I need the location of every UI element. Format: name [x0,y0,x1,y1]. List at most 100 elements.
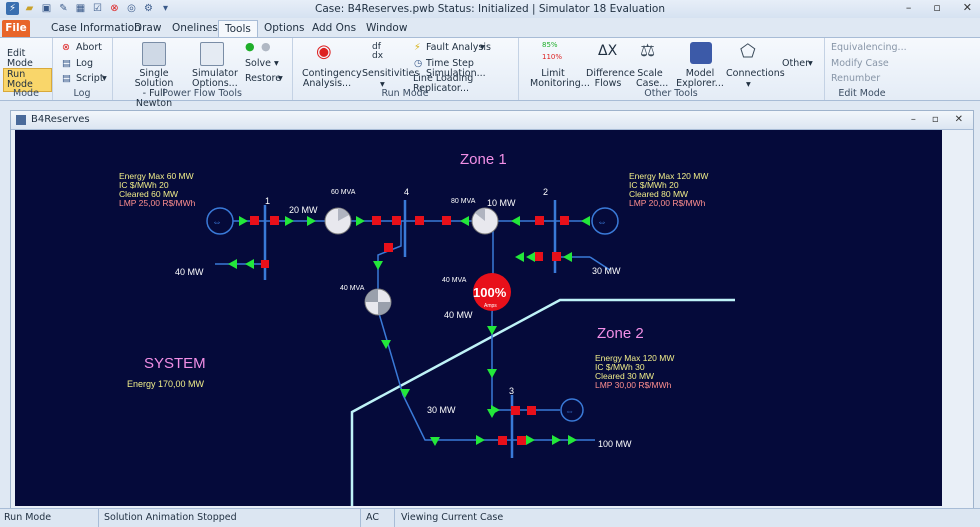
breaker[interactable] [392,216,401,225]
tab-draw[interactable]: Draw [134,22,162,34]
other-button[interactable]: Other [782,58,809,69]
tab-file[interactable]: File [2,20,30,37]
doc-restore-icon[interactable]: ▫ [931,114,939,125]
script-dropdown-icon[interactable]: ▾ [102,73,107,84]
solve-dropdown-icon[interactable]: ▾ [274,58,279,69]
status-animation: Solution Animation Stopped [104,512,237,523]
gen3-line4: LMP 30,00 R$/MWh [595,380,672,390]
circle-icon[interactable]: ◎ [127,3,136,14]
close-icon[interactable]: ✕ [962,1,972,14]
script-icon: ▤ [62,73,71,84]
scale-case-button[interactable]: Scale Case... [636,68,669,89]
maximize-icon[interactable]: ▫ [933,1,941,14]
doc-minimize-icon[interactable]: – [910,114,916,125]
modify-case-button[interactable]: Modify Case [831,58,889,69]
breaker[interactable] [250,216,259,225]
scale-label-1: Scale [637,68,663,79]
pie-line-4-3[interactable] [364,288,392,316]
breaker[interactable] [511,406,520,415]
dropdown-icon[interactable]: ▾ [162,3,169,14]
other-dropdown-icon[interactable]: ▾ [808,58,813,69]
log-button[interactable]: Log [76,58,93,69]
edit-icon[interactable]: ✎ [59,3,68,14]
status-separator [98,509,99,527]
app-icon[interactable]: ⚡ [6,2,19,15]
tab-tools[interactable]: Tools [218,20,258,38]
sensitivities-button[interactable]: Sensitivities [362,68,420,79]
tab-options[interactable]: Options [264,22,305,34]
difference-flows-button[interactable]: Difference Flows [586,69,635,89]
pause-icon[interactable]: ● [261,40,271,53]
difference-label-2: Flows [594,78,622,89]
gen2-symbol[interactable]: ⇔ [591,207,619,235]
run-mode-button[interactable]: Run Mode [3,68,52,92]
solve-button[interactable]: Solve [245,58,271,69]
limit-label-2: Monitoring... [530,78,590,89]
breaker[interactable] [384,243,393,252]
connections-dropdown-icon[interactable]: ▾ [746,79,751,90]
save-icon[interactable]: ▣ [41,3,52,14]
stop-icon[interactable]: ⊗ [110,3,119,14]
oneline-canvas[interactable]: Zone 1 Zone 2 SYSTEM Energy 170,00 MW En… [15,130,942,506]
simulator-options-button[interactable]: Simulator Options... [192,69,238,89]
gen1-symbol[interactable]: ⇔ [206,207,234,235]
oneline-diagram: Zone 1 Zone 2 SYSTEM Energy 170,00 MW En… [119,151,735,506]
breaker[interactable] [415,216,424,225]
load1-value: 40 MW [175,267,204,277]
single-solution-label-2: - Full Newton [135,88,173,109]
group-label-run-mode: Run Mode [381,88,429,99]
breaker[interactable] [498,436,507,445]
contingency-analysis-button[interactable]: Contingency Analysis... [302,69,362,89]
tab-add-ons[interactable]: Add Ons [312,22,357,34]
equivalencing-button[interactable]: Equivalencing... [831,42,907,53]
breaker[interactable] [560,216,569,225]
group-power-flow-tools: Single Solution - Full Newton Simulator … [112,38,293,109]
tab-case-information[interactable]: Case Information [51,22,141,34]
flow-1-4: 20 MW [289,205,318,215]
time-step-button[interactable]: Time Step Simulation... [426,58,486,79]
fault-dropdown-icon[interactable]: ▾ [480,42,485,53]
pie-line-2-4[interactable] [471,207,499,235]
breaker[interactable] [534,252,543,261]
play-icon[interactable]: ● [245,40,255,53]
breaker[interactable] [261,260,269,268]
breaker[interactable] [270,216,279,225]
line-loading-button[interactable]: Line Loading Replicator... [413,73,474,94]
scale-label-2: Case... [636,78,669,89]
single-solution-button[interactable]: Single Solution - Full Newton [124,69,184,109]
mva-labels: 60 MVA 80 MVA 40 MVA 40 MVA [331,189,476,292]
tab-onelines[interactable]: Onelines [172,22,218,34]
limit-monitoring-button[interactable]: Limit Monitoring... [530,69,590,89]
connections-button[interactable]: Connections [726,68,785,79]
breaker[interactable] [442,216,451,225]
edit-mode-button[interactable]: Edit Mode [7,48,33,69]
tools-icon[interactable]: ⚙ [144,3,153,14]
breaker[interactable] [552,252,560,260]
flow-labels: 20 MW 10 MW 40 MW 40 MW 30 MW 30 MW 100 … [175,198,632,449]
restore-dropdown-icon[interactable]: ▾ [278,73,283,84]
renumber-button[interactable]: Renumber [831,73,881,84]
pie-line-1-4[interactable] [324,207,352,235]
minimize-icon[interactable]: – [905,1,912,14]
abort-button[interactable]: Abort [76,42,102,53]
pie-line-2-3-overload[interactable]: 100% Amps [473,273,511,311]
model-explorer-button[interactable]: Model Explorer... [676,69,724,89]
fault-analysis-button[interactable]: Fault Analysis [426,42,491,53]
open-icon[interactable]: ▰ [25,3,34,14]
checkbox-icon[interactable]: ☑ [93,3,102,14]
gen1-line2: IC $/MWh 20 [119,180,169,190]
breaker[interactable] [535,216,544,225]
sensitivities-dropdown-icon[interactable]: ▾ [380,79,385,90]
tab-window[interactable]: Window [366,22,408,34]
breaker[interactable] [372,216,381,225]
breaker[interactable] [527,406,536,415]
breaker[interactable] [517,436,526,445]
gen3-symbol[interactable]: ⇔ [560,398,584,422]
doc-close-icon[interactable]: ✕ [954,114,963,125]
grid-icon[interactable]: ▦ [75,3,86,14]
document-title: B4Reserves [31,114,90,125]
restore-button[interactable]: Restore [245,73,282,84]
script-button[interactable]: Script [76,73,104,84]
ribbon-tabs: File Case Information Draw Onelines Tool… [0,18,980,38]
mva-1-4: 60 MVA [331,189,356,196]
